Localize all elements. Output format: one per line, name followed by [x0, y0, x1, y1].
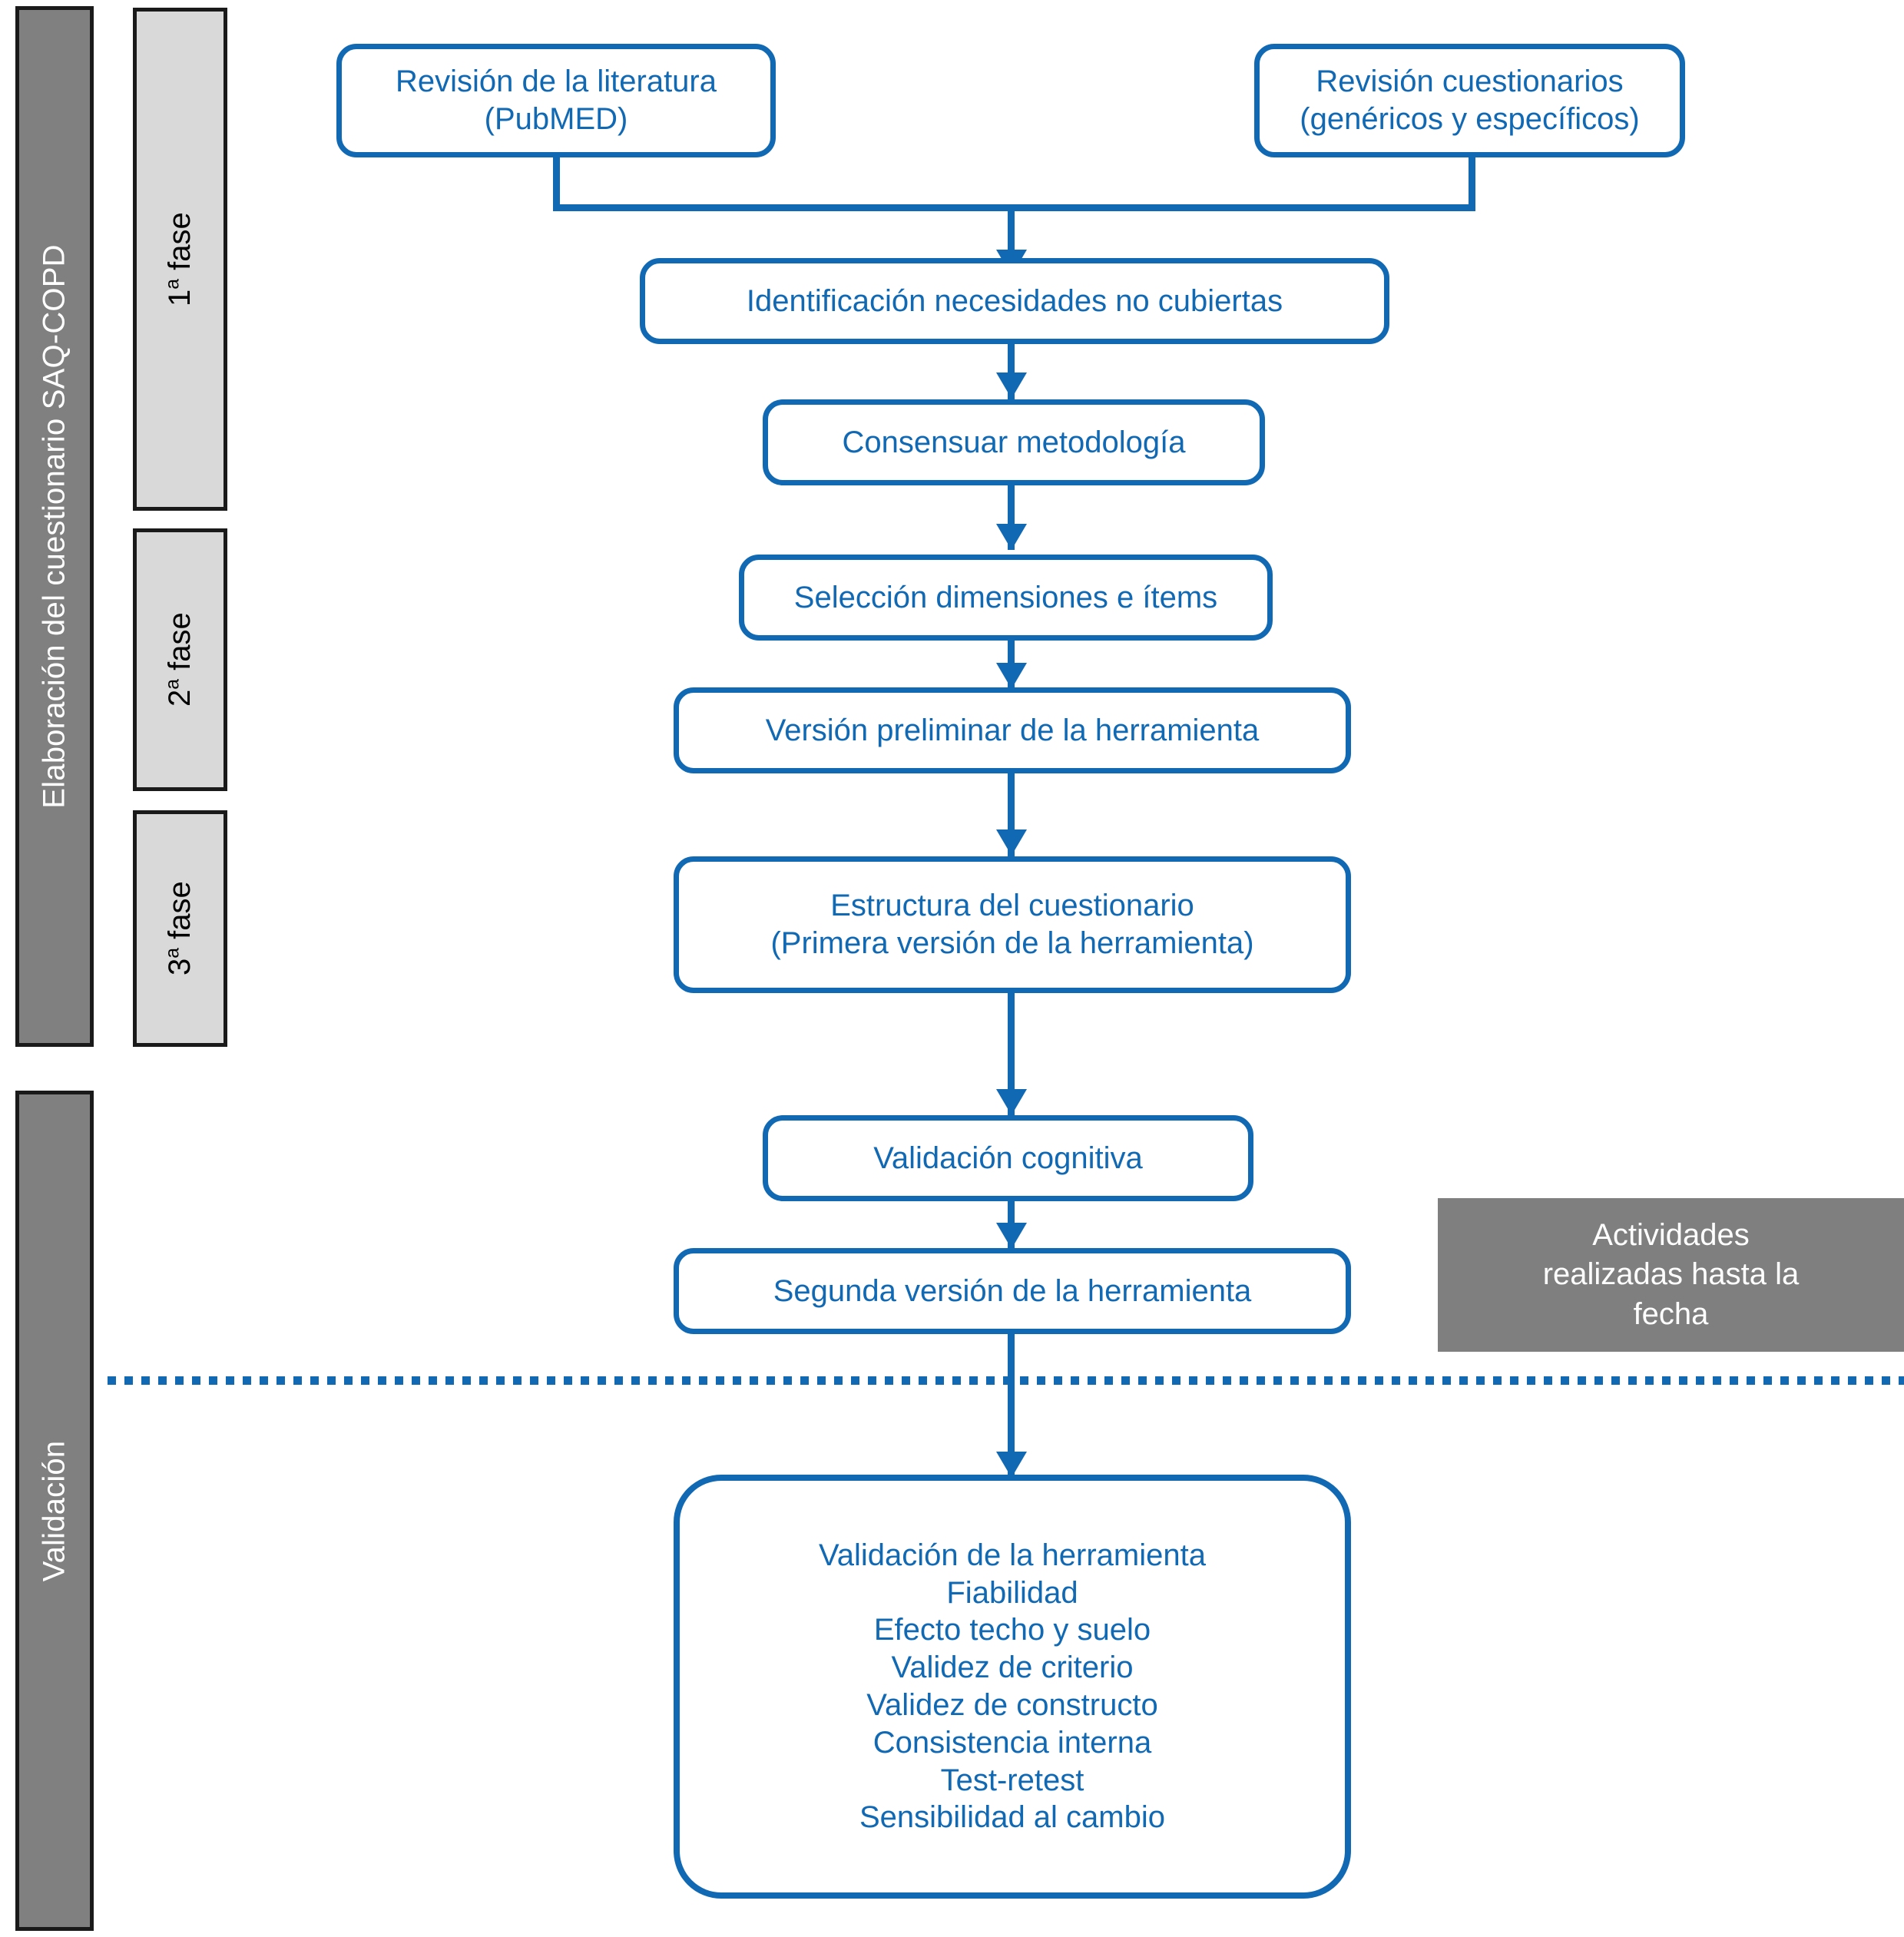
- phase-2-word: fase: [163, 612, 197, 671]
- arrowhead-to-cognitive-validation: [996, 1089, 1027, 1115]
- node-questionnaire-structure-line2: (Primera versión de la herramienta): [770, 926, 1254, 960]
- connector-preliminary-to-structure: [1008, 773, 1015, 858]
- node-literature-review-line2: (PubMED): [484, 102, 628, 136]
- note-box-actividades: Actividades realizadas hasta la fecha: [1438, 1198, 1904, 1352]
- phase-3-word: fase: [163, 881, 197, 940]
- note-box-line1: Actividades: [1592, 1218, 1750, 1253]
- validation-task-item: Validación de la herramienta: [818, 1538, 1206, 1572]
- node-questionnaire-review-line1: Revisión cuestionarios: [1316, 65, 1624, 99]
- connector-merge-stem: [1008, 204, 1015, 256]
- validation-task-item: Fiabilidad: [946, 1575, 1078, 1610]
- validation-task-item: Test-retest: [940, 1763, 1084, 1797]
- arrowhead-to-consensus: [996, 372, 1027, 399]
- phase-bar-fase2: 2a fase: [133, 528, 227, 791]
- node-literature-review[interactable]: Revisión de la literatura (PubMED): [336, 44, 776, 157]
- validation-task-item: Efecto techo y suelo: [873, 1613, 1151, 1647]
- connector-literature-drop: [553, 157, 560, 211]
- phase-3-ordinal: a: [162, 948, 184, 959]
- node-second-version-line1: Segunda versión de la herramienta: [773, 1273, 1252, 1308]
- node-consensus-methodology-line1: Consensuar metodología: [842, 425, 1186, 459]
- phase-1-number: 1: [163, 289, 197, 306]
- node-questionnaire-review-line2: (genéricos y específicos): [1300, 102, 1640, 136]
- node-cognitive-validation[interactable]: Validación cognitiva: [763, 1115, 1253, 1201]
- category-bar-validacion-label: Validación: [37, 1440, 71, 1581]
- node-preliminary-version-line1: Versión preliminar de la herramienta: [765, 713, 1260, 747]
- arrowhead-to-questionnaire-structure: [996, 829, 1027, 856]
- category-bar-elaboracion: Elaboración del cuestionario SAQ-COPD: [15, 6, 94, 1047]
- node-cognitive-validation-line1: Validación cognitiva: [873, 1141, 1143, 1175]
- connector-consensus-to-selection: [1008, 485, 1015, 550]
- arrowhead-to-validation-tasks: [996, 1452, 1027, 1478]
- phase-2-ordinal: a: [162, 679, 184, 690]
- node-validation-tasks[interactable]: Validación de la herramienta Fiabilidad …: [674, 1475, 1351, 1899]
- validation-task-item: Validez de constructo: [866, 1688, 1158, 1722]
- phase-divider-dotted-line: [108, 1376, 1904, 1385]
- connector-questionnaire-drop: [1469, 157, 1475, 211]
- node-preliminary-version[interactable]: Versión preliminar de la herramienta: [674, 687, 1351, 773]
- node-dimension-selection[interactable]: Selección dimensiones e ítems: [739, 555, 1273, 641]
- node-literature-review-line1: Revisión de la literatura: [396, 65, 717, 99]
- phase-1-word: fase: [163, 212, 197, 270]
- phase-bar-fase1-label: 1a fase: [163, 212, 197, 306]
- validation-tasks-list: Validación de la herramienta Fiabilidad …: [819, 1537, 1206, 1836]
- connector-needs-to-consensus: [1008, 344, 1015, 399]
- arrowhead-to-second-version: [996, 1223, 1027, 1249]
- arrowhead-to-preliminary-version: [996, 663, 1027, 689]
- validation-task-item: Validez de criterio: [891, 1651, 1134, 1685]
- phase-bar-fase2-label: 2a fase: [163, 613, 197, 707]
- phase-bar-fase3-label: 3a fase: [163, 882, 197, 976]
- node-second-version[interactable]: Segunda versión de la herramienta: [674, 1248, 1351, 1334]
- connector-second-to-validation-tasks: [1008, 1334, 1015, 1480]
- note-box-line3: fecha: [1633, 1296, 1709, 1331]
- validation-task-item: Consistencia interna: [873, 1725, 1152, 1760]
- node-dimension-selection-line1: Selección dimensiones e ítems: [793, 580, 1218, 614]
- note-box-line2: realizadas hasta la: [1542, 1257, 1800, 1292]
- node-needs-identification-line1: Identificación necesidades no cubiertas: [746, 283, 1283, 318]
- phase-3-number: 3: [163, 959, 197, 976]
- node-consensus-methodology[interactable]: Consensuar metodología: [763, 399, 1265, 485]
- node-questionnaire-structure-line1: Estructura del cuestionario: [830, 889, 1194, 923]
- node-questionnaire-review[interactable]: Revisión cuestionarios (genéricos y espe…: [1254, 44, 1685, 157]
- phase-bar-fase3: 3a fase: [133, 810, 227, 1047]
- phase-bar-fase1: 1a fase: [133, 8, 227, 511]
- validation-task-item: Sensibilidad al cambio: [859, 1800, 1165, 1835]
- connector-structure-to-cognitive: [1008, 993, 1015, 1116]
- node-needs-identification[interactable]: Identificación necesidades no cubiertas: [640, 258, 1389, 344]
- category-bar-validacion: Validación: [15, 1091, 94, 1931]
- category-bar-elaboracion-label: Elaboración del cuestionario SAQ-COPD: [37, 244, 71, 809]
- node-questionnaire-structure[interactable]: Estructura del cuestionario (Primera ver…: [674, 856, 1351, 993]
- arrowhead-to-dimension-selection: [996, 524, 1027, 550]
- phase-1-ordinal: a: [162, 278, 184, 290]
- phase-2-number: 2: [163, 690, 197, 707]
